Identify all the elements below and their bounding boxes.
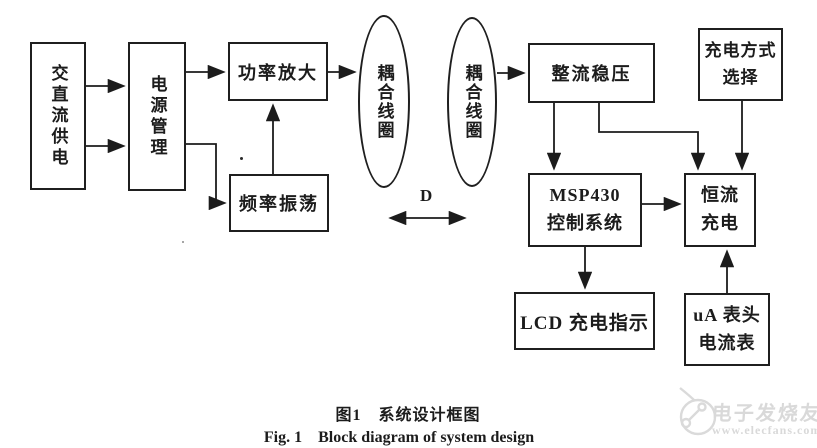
node-ua-ammeter-line1: uA 表头 — [693, 304, 761, 325]
node-frequency-oscillator-label: 频率振荡 — [239, 194, 319, 214]
arrow-powermgmt-to-freqosc — [186, 143, 227, 211]
distance-label: D — [420, 186, 433, 205]
node-power-amplifier: 功率放大 — [228, 42, 328, 101]
node-lcd-indicator-label: LCD 充电指示 — [520, 312, 649, 334]
node-ac-dc-supply-label: 交直流供电 — [48, 63, 68, 169]
node-coupling-coil-primary-label: 耦合线圈 — [374, 63, 394, 140]
node-power-management: 电源管理 — [128, 42, 186, 191]
node-charge-mode-select-line2: 选择 — [722, 67, 759, 87]
node-coupling-coil-secondary: 耦合线圈 — [447, 17, 497, 187]
node-coupling-coil-primary: 耦合线圈 — [358, 15, 410, 188]
node-rectifier-regulator-label: 整流稳压 — [551, 64, 632, 84]
node-charge-mode-select-line1: 充电方式 — [704, 41, 777, 61]
node-ac-dc-supply: 交直流供电 — [30, 42, 86, 190]
node-msp430-control: MSP430 控制系统 — [528, 173, 642, 247]
node-ua-ammeter-line2: 电流表 — [698, 332, 756, 353]
node-constant-current-charge-line1: 恒流 — [701, 185, 739, 206]
watermark-url: www.elecfans.com — [712, 423, 817, 437]
node-lcd-indicator: LCD 充电指示 — [514, 292, 655, 350]
node-constant-current-charge: 恒流 充电 — [684, 173, 756, 247]
watermark-brand: 电子发烧友 — [711, 403, 817, 425]
node-charge-mode-select: 充电方式 选择 — [698, 28, 783, 101]
scan-speck — [182, 241, 184, 243]
node-frequency-oscillator: 频率振荡 — [229, 174, 329, 232]
arrow-rectifier-to-constcurrent — [598, 103, 706, 171]
node-msp430-control-line2: 控制系统 — [547, 213, 623, 233]
node-ua-ammeter: uA 表头 电流表 — [684, 293, 770, 366]
node-coupling-coil-secondary-label: 耦合线圈 — [462, 64, 482, 140]
node-power-management-label: 电源管理 — [147, 74, 167, 159]
node-constant-current-charge-line2: 充电 — [701, 213, 739, 233]
node-power-amplifier-label: 功率放大 — [238, 62, 318, 83]
figure-caption-en: Fig. 1 Block diagram of system design — [263, 429, 535, 446]
node-msp430-control-line1: MSP430 — [549, 185, 621, 206]
scan-speck — [240, 157, 243, 160]
figure-caption-zh: 图1 系统设计框图 — [335, 407, 481, 424]
node-rectifier-regulator: 整流稳压 — [528, 43, 655, 103]
